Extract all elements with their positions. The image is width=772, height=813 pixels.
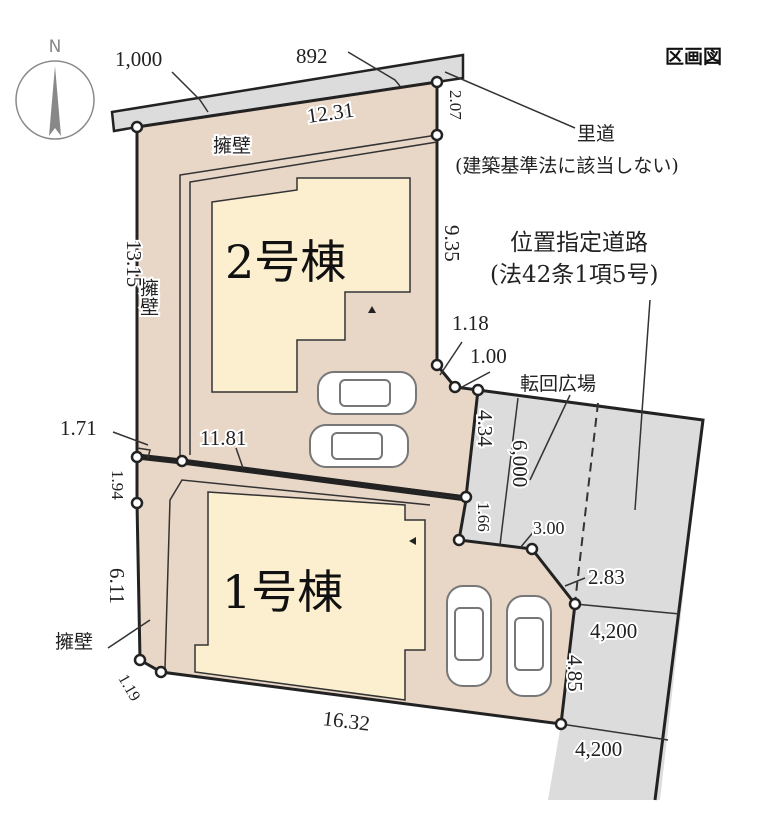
building-1 (194, 491, 426, 701)
entrance-mark-icon (409, 537, 416, 545)
dim-road-4200-b: 4,200 (575, 737, 622, 761)
dim-turn-166: 1.66 (474, 502, 493, 532)
retaining-wall-label: 擁壁 (213, 135, 251, 157)
road-edge (477, 388, 705, 801)
compass-icon: N (15, 37, 95, 140)
dim-corner-b: 1.00 (470, 344, 507, 368)
setback-line (179, 134, 438, 460)
page-title: 区画図 (665, 46, 722, 68)
dim-bottom: 16.32 (321, 706, 371, 736)
retaining-wall-label: 擁壁 (137, 278, 159, 316)
dim-road-1000: 1,000 (115, 47, 162, 71)
dim-left-step: 1.71 (60, 416, 97, 440)
svg-text:N: N (49, 37, 62, 57)
retaining-wall-label: 擁壁 (55, 631, 93, 653)
dim-road-892: 892 (296, 44, 328, 68)
boundary-points (130, 75, 582, 731)
building-2 (211, 177, 411, 393)
dim-road-4200-a: 4,200 (590, 619, 637, 643)
dim-turn-6000: 6,000 (508, 440, 532, 487)
dim-turn-283: 2.83 (588, 565, 625, 589)
dim-right-lower: 4.85 (563, 655, 587, 692)
dim-left-lower: 6.11 (105, 568, 129, 604)
car-icon (309, 371, 552, 697)
building-2-label: 2号棟 (225, 235, 346, 289)
dim-left-upper: 13.15 (122, 240, 146, 287)
satomichi-note: (建築基準法に該当しない) (455, 155, 679, 177)
turnaround-boundary (560, 402, 599, 725)
entrance-mark-icon (368, 306, 376, 313)
dim-divider: 11.81 (200, 426, 246, 450)
dim-turn-434: 4.34 (473, 410, 497, 447)
designated-road-label: 位置指定道路 (510, 230, 648, 256)
dim-right-upper: 9.35 (440, 225, 464, 262)
dim-top-right: 2.07 (446, 90, 465, 120)
dim-left-mid: 1.94 (108, 470, 127, 500)
designated-road (459, 390, 703, 800)
satomichi-label: 里道 (577, 123, 615, 145)
designated-road-note: (法42条1項5号) (490, 262, 658, 288)
dim-turn-300: 3.00 (533, 518, 565, 538)
dim-corner-c: 1.19 (115, 672, 144, 705)
dim-corner-a: 1.18 (452, 311, 489, 335)
turnaround-label: 転回広場 (520, 373, 596, 395)
building-1-label: 1号棟 (222, 565, 343, 619)
